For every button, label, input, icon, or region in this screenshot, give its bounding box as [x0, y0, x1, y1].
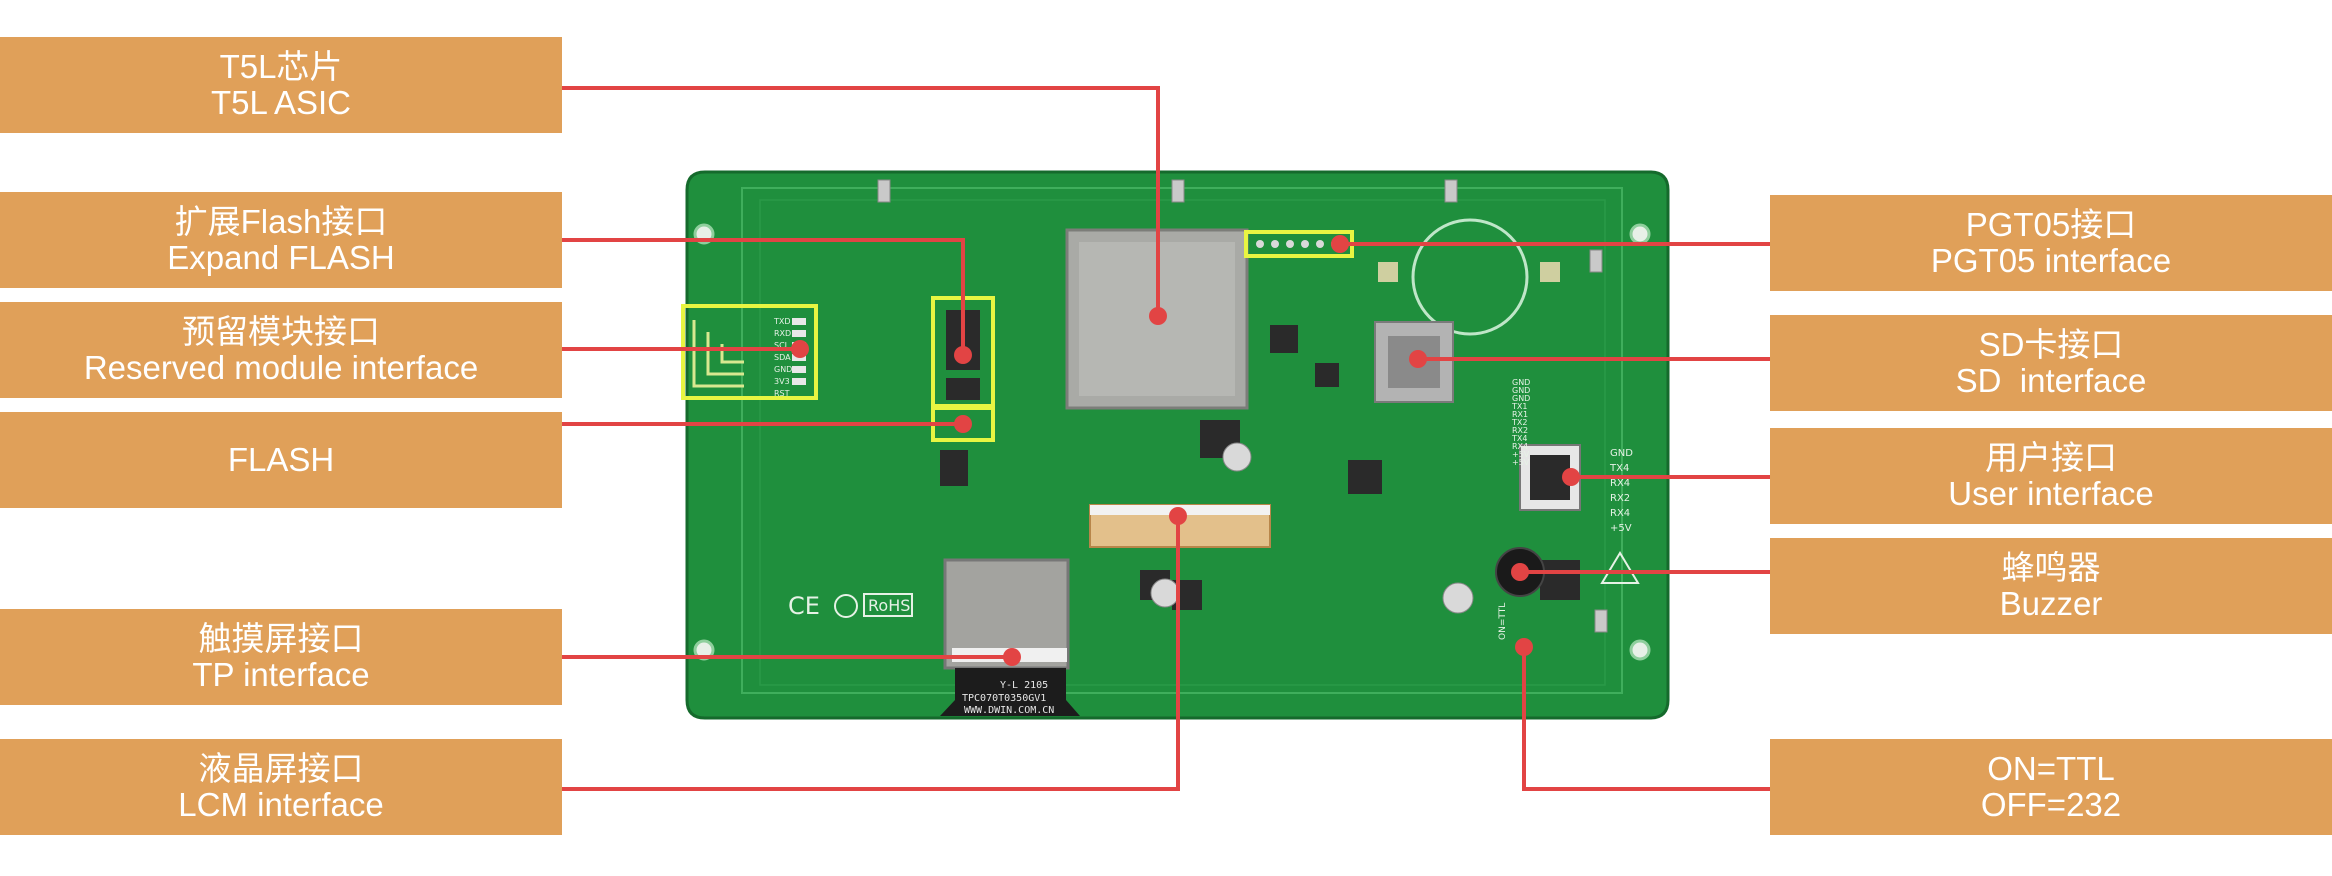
svg-text:+5V: +5V: [1512, 458, 1530, 467]
label-user-en: User interface: [1948, 475, 2154, 512]
label-ttl-on: ON=TTL: [1987, 750, 2115, 787]
label-tp-interface: 触摸屏接口 TP interface: [0, 609, 562, 705]
label-user-zh: 用户接口: [1985, 439, 2117, 476]
svg-text:RX4: RX4: [1610, 508, 1630, 519]
label-sd-en: SD interface: [1955, 362, 2147, 399]
svg-text:RX4: RX4: [1512, 442, 1528, 451]
svg-text:RX4: RX4: [1610, 478, 1630, 489]
label-user-interface: 用户接口 User interface: [1770, 428, 2332, 524]
label-sd-interface: SD卡接口 SD interface: [1770, 315, 2332, 411]
dot-sd: [1409, 350, 1427, 368]
label-tp-zh: 触摸屏接口: [198, 620, 364, 657]
label-flash: FLASH: [0, 412, 562, 508]
ce-mark: CE: [788, 592, 820, 620]
svg-text:TX1: TX1: [1511, 402, 1527, 411]
svg-text:GND: GND: [1512, 386, 1530, 395]
dot-tp: [1003, 648, 1021, 666]
svg-text:RST: RST: [774, 389, 790, 398]
leader-ttl: [1522, 647, 1770, 791]
svg-text:3V3: 3V3: [774, 377, 790, 386]
rohs-mark: [863, 593, 913, 617]
leader-t5l: [562, 86, 1160, 316]
label-buzzer-en: Buzzer: [1999, 585, 2103, 622]
label-expand-flash: 扩展Flash接口 Expand FLASH: [0, 192, 562, 288]
dot-ttl: [1515, 638, 1533, 656]
svg-text:GND: GND: [1512, 378, 1530, 387]
label-pgt05-en: PGT05 interface: [1930, 242, 2172, 279]
dot-t5l: [1149, 307, 1167, 325]
label-t5l-zh: T5L芯片: [219, 48, 343, 85]
dot-buzzer: [1511, 563, 1529, 581]
leader-lcm: [562, 516, 1180, 791]
flex-cable-text: Y-L 2105 TPC070T0350GV1 WWW.DWIN.COM.CN: [962, 680, 1054, 716]
dot-lcm: [1169, 507, 1187, 525]
svg-text:TXD: TXD: [773, 317, 791, 326]
switch-silk-text: ON=TTL: [1498, 603, 1508, 640]
svg-text:RoHS: RoHS: [868, 596, 910, 615]
dot-reserved: [791, 340, 809, 358]
dot-pgt05: [1331, 235, 1349, 253]
svg-text:TX4: TX4: [1511, 434, 1527, 443]
label-flash-zh: FLASH: [227, 441, 335, 478]
label-reserved-module: 预留模块接口 Reserved module interface: [0, 302, 562, 398]
label-ttl-switch: ON=TTL OFF=232: [1770, 739, 2332, 835]
dot-flash: [954, 415, 972, 433]
label-t5l-en: T5L ASIC: [210, 84, 351, 121]
label-t5l-asic: T5L芯片 T5L ASIC: [0, 37, 562, 133]
label-sd-zh: SD卡接口: [1978, 326, 2124, 363]
svg-text:Y-L 2105: Y-L 2105: [1000, 680, 1048, 691]
label-lcm-en: LCM interface: [178, 786, 384, 823]
svg-text:SDA: SDA: [774, 353, 791, 362]
reserved-module-highlight: [681, 304, 818, 400]
flex-cable: [940, 668, 1080, 716]
svg-text:TPC070T0350GV1: TPC070T0350GV1: [962, 693, 1046, 704]
leader-expand-flash: [562, 238, 965, 355]
svg-text:GND: GND: [1610, 448, 1633, 459]
label-pgt05-zh: PGT05接口: [1965, 206, 2137, 243]
label-reserved-en: Reserved module interface: [83, 349, 479, 386]
dot-expand-flash: [954, 346, 972, 364]
svg-text:RXD: RXD: [774, 329, 791, 338]
label-lcm-interface: 液晶屏接口 LCM interface: [0, 739, 562, 835]
label-ttl-off: OFF=232: [1980, 786, 2122, 823]
label-expand-flash-en: Expand FLASH: [167, 239, 395, 276]
label-lcm-zh: 液晶屏接口: [198, 750, 364, 787]
svg-text:WWW.DWIN.COM.CN: WWW.DWIN.COM.CN: [964, 705, 1054, 716]
svg-text:TX2: TX2: [1511, 418, 1527, 427]
svg-text:+5V: +5V: [1512, 450, 1530, 459]
label-buzzer: 蜂鸣器 Buzzer: [1770, 538, 2332, 634]
svg-text:GND: GND: [774, 365, 792, 374]
user-side-pin-labels: GND GND GND TX1 RX1 TX2 RX2 TX4 RX4 +5V …: [1511, 378, 1530, 467]
svg-text:RX1: RX1: [1512, 410, 1528, 419]
svg-text:GND: GND: [1512, 394, 1530, 403]
label-buzzer-zh: 蜂鸣器: [2001, 549, 2101, 586]
svg-text:+5V: +5V: [1610, 523, 1632, 534]
label-expand-flash-zh: 扩展Flash接口: [174, 203, 388, 240]
dot-user: [1562, 468, 1580, 486]
module-pin-labels: TXD RXD SCL SDA GND 3V3 RST: [773, 317, 792, 398]
label-reserved-zh: 预留模块接口: [182, 313, 380, 350]
user-pin-labels: GND TX4 RX4 RX2 RX4 +5V: [1609, 448, 1633, 534]
svg-text:TX4: TX4: [1609, 463, 1629, 474]
svg-text:RX2: RX2: [1512, 426, 1528, 435]
label-pgt05-interface: PGT05接口 PGT05 interface: [1770, 195, 2332, 291]
svg-text:SCL: SCL: [774, 341, 790, 350]
svg-text:RX2: RX2: [1610, 493, 1630, 504]
label-tp-en: TP interface: [192, 656, 370, 693]
